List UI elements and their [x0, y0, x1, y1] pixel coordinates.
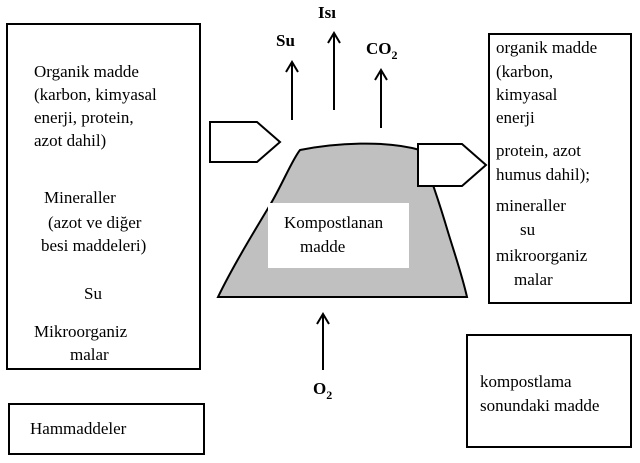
- input-microorganisms-2: malar: [70, 345, 109, 364]
- input-water: Su: [84, 284, 102, 303]
- output-line-10: malar: [514, 270, 553, 289]
- oxygen-label: O2: [313, 378, 332, 406]
- oxygen-main: O: [313, 379, 327, 398]
- heat-up-arrow: [327, 31, 341, 110]
- co2-subscript: 2: [391, 48, 398, 62]
- pile-label-line-1: Kompostlanan: [284, 213, 384, 232]
- water-label: Su: [276, 31, 295, 50]
- final-material-line-2: sonundaki madde: [480, 396, 600, 415]
- output-line-9: mikroorganiz: [496, 246, 588, 265]
- input-organic-detail-3: azot dahil): [34, 131, 107, 150]
- co2-label: CO2: [366, 38, 398, 66]
- raw-materials-box: Hammaddeler: [8, 403, 205, 455]
- output-line-6: humus dahil);: [496, 165, 590, 184]
- co2-up-arrow: [374, 68, 388, 128]
- final-material-line-1: kompostlama: [480, 372, 572, 391]
- output-line-5: protein, azot: [496, 141, 581, 160]
- co2-main: CO: [366, 39, 392, 58]
- pile-label-area: [268, 203, 409, 268]
- water-up-arrow: [285, 60, 299, 120]
- input-minerals-detail-1: (azot ve diğer: [48, 213, 142, 232]
- input-organic-detail-1: (karbon, kimyasal: [34, 85, 157, 104]
- oxygen-subscript: 2: [326, 388, 333, 402]
- outputs-box: organik madde (karbon, kimyasal enerji p…: [488, 33, 632, 304]
- input-minerals-detail-2: besi maddeleri): [41, 236, 147, 255]
- output-line-4: enerji: [496, 108, 535, 127]
- input-block-arrow: [209, 121, 282, 163]
- final-material-box: kompostlama sonundaki madde: [466, 334, 632, 448]
- output-line-7: mineraller: [496, 196, 566, 215]
- pile-label-line-2: madde: [300, 237, 346, 256]
- raw-materials-label: Hammaddeler: [30, 419, 127, 438]
- oxygen-up-arrow: [316, 312, 330, 370]
- output-line-3: kimyasal: [496, 85, 558, 104]
- input-minerals-title: Mineraller: [44, 188, 116, 207]
- input-organic-title: Organik madde: [34, 62, 139, 81]
- output-line-8: su: [520, 220, 536, 239]
- heat-label: Isı: [318, 3, 336, 22]
- output-line-2: (karbon,: [496, 62, 554, 81]
- input-organic-detail-2: enerji, protein,: [34, 108, 134, 127]
- input-microorganisms-1: Mikroorganiz: [34, 322, 128, 341]
- output-line-1: organik madde: [496, 38, 598, 57]
- output-block-arrow: [417, 143, 488, 187]
- inputs-box: Organik madde (karbon, kimyasal enerji, …: [6, 23, 201, 370]
